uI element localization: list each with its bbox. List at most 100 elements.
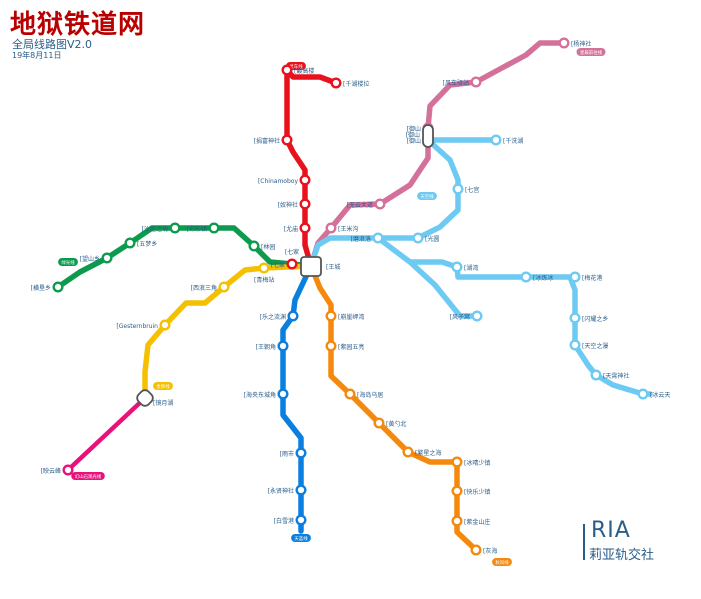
interchange-镜月湖[interactable]	[135, 388, 155, 408]
station-label-lightblue-0: [御山	[407, 137, 421, 145]
lightblue-station-11[interactable]	[590, 369, 602, 381]
orange-station-8[interactable]	[470, 544, 482, 556]
map-date: 19年8月11日	[12, 51, 62, 60]
station-label-lightblue-8: [风子窝	[450, 313, 470, 321]
station-label-green-1: [望山乡	[80, 255, 100, 263]
magenta-line-route	[65, 395, 148, 473]
green-station-3[interactable]	[169, 222, 181, 234]
lightblue-station-6[interactable]	[520, 271, 532, 283]
interchange-王城[interactable]	[300, 256, 322, 277]
station-label-七家: [七家	[285, 248, 299, 256]
station-label-lightblue-5: [湖湾	[464, 264, 478, 272]
yellow-station-1[interactable]	[258, 262, 270, 274]
blue-station-5[interactable]	[295, 514, 307, 526]
station-label-green-2: [五梦乡	[137, 240, 157, 248]
station-label-lightblue-7: [梅花港	[582, 274, 602, 282]
interchange-御山[interactable]	[422, 124, 434, 148]
station-label-blue-2: [海央东城角	[244, 391, 276, 399]
magenta-station-1[interactable]	[62, 464, 74, 476]
station-label-orange-1: [紫园五亮	[338, 343, 364, 351]
orange-line-tag	[492, 558, 512, 566]
orange-station-1[interactable]	[325, 340, 337, 352]
orange-station-6[interactable]	[451, 485, 463, 497]
station-label-yellow-1: [青梅站	[254, 276, 274, 284]
station-label-lightblue-2: [七宫	[465, 186, 479, 194]
red-station-6[interactable]	[286, 258, 298, 270]
interchange-label-镜月湖: [镜月湖	[153, 399, 173, 407]
lightblue-line-tag	[417, 192, 437, 200]
station-label-green-5: [林园	[261, 243, 275, 251]
yellow-line-tag	[153, 382, 173, 390]
red-station-3[interactable]	[299, 174, 311, 186]
orange-station-7[interactable]	[451, 515, 463, 527]
station-label-red-5: [尤庙	[284, 225, 298, 233]
orange-station-2[interactable]	[344, 388, 356, 400]
station-label-green-0: [横垦乡	[31, 284, 51, 292]
blue-station-1[interactable]	[277, 340, 289, 352]
red-station-4[interactable]	[299, 198, 311, 210]
lightblue-station-12[interactable]	[637, 388, 649, 400]
orange-station-4[interactable]	[402, 446, 414, 458]
yellow-station-0[interactable]	[218, 281, 230, 293]
station-label-red-1: [千湖楼拉	[343, 80, 369, 88]
station-label-yellow-0: [西浪三角	[191, 284, 217, 292]
station-label-blue-1: [王朝角	[256, 343, 276, 351]
blue-line-tag-label: 天蓝线	[294, 535, 308, 542]
brand-subtitle: 莉亚轨交社	[589, 548, 655, 563]
station-label-lightblue-11: [天霄神社	[603, 372, 629, 380]
blue-station-4[interactable]	[295, 484, 307, 496]
station-label-lightblue-1: [千洗湖	[503, 137, 523, 145]
interchange-label-王城: [王城	[326, 264, 340, 271]
pink-line-tag-label: 星辰前往线	[580, 49, 603, 56]
station-label-red-6: [七家	[271, 261, 285, 269]
orange-station-0[interactable]	[325, 310, 337, 322]
red-station-1[interactable]	[330, 77, 342, 89]
orange-station-5[interactable]	[451, 456, 463, 468]
lightblue-station-10[interactable]	[569, 339, 581, 351]
station-label-blue-4: [永贤神社	[268, 487, 294, 495]
station-label-green-3: [沙崖之境	[142, 225, 168, 233]
green-station-1[interactable]	[101, 252, 113, 264]
lightblue-station-4[interactable]	[412, 232, 424, 244]
lightblue-station-3[interactable]	[372, 232, 384, 244]
pink-station-1[interactable]	[470, 76, 482, 88]
lightblue-station-1[interactable]	[490, 134, 502, 146]
station-label-red-4: [奴神社	[278, 201, 298, 209]
pink-station-3[interactable]	[374, 198, 386, 210]
station-labels: [最高楼[千湖楼拉[捐富神社[Chinamoboy[奴神社[尤庙[七家[杨神社[…	[31, 40, 671, 555]
red-station-5[interactable]	[299, 222, 311, 234]
yellow-station-2[interactable]	[159, 319, 171, 331]
station-label-orange-5: [冰晴少镇	[464, 459, 490, 467]
lightblue-line-tag-label: 天空线	[420, 193, 434, 200]
blue-station-2[interactable]	[277, 388, 289, 400]
red-station-0[interactable]	[281, 64, 293, 76]
station-label-orange-0: [崩崖岬湾	[338, 313, 364, 321]
lightblue-station-2[interactable]	[452, 183, 464, 195]
station-label-pink-1: [风车驿站	[443, 79, 469, 87]
yellow-line-tag-label: 金辉线	[156, 383, 170, 390]
blue-station-0[interactable]	[287, 310, 299, 322]
station-label-blue-5: [白雪港	[274, 517, 294, 525]
orange-line-tag-label: 秋风线	[495, 559, 509, 566]
lightblue-station-8[interactable]	[471, 310, 483, 322]
green-station-5[interactable]	[248, 240, 260, 252]
brand-name: RIA	[591, 518, 631, 543]
red-station-2[interactable]	[281, 134, 293, 146]
magenta-line-tag	[71, 472, 105, 480]
route-lines	[55, 40, 653, 553]
station-label-magenta-1: [映云峰	[41, 467, 61, 475]
lightblue-station-5[interactable]	[451, 261, 463, 273]
green-station-0[interactable]	[52, 281, 64, 293]
orange-station-3[interactable]	[373, 417, 385, 429]
station-label-lightblue-3: [磨浪洛	[351, 235, 371, 243]
green-station-4[interactable]	[208, 222, 220, 234]
green-station-2[interactable]	[124, 237, 136, 249]
pink-station-0[interactable]	[558, 37, 570, 49]
pink-station-4[interactable]	[325, 222, 337, 234]
blue-station-3[interactable]	[295, 447, 307, 459]
lightblue-station-7[interactable]	[569, 271, 581, 283]
lightblue-station-9[interactable]	[569, 312, 581, 324]
interchange-label-御山: [御山	[406, 131, 420, 139]
